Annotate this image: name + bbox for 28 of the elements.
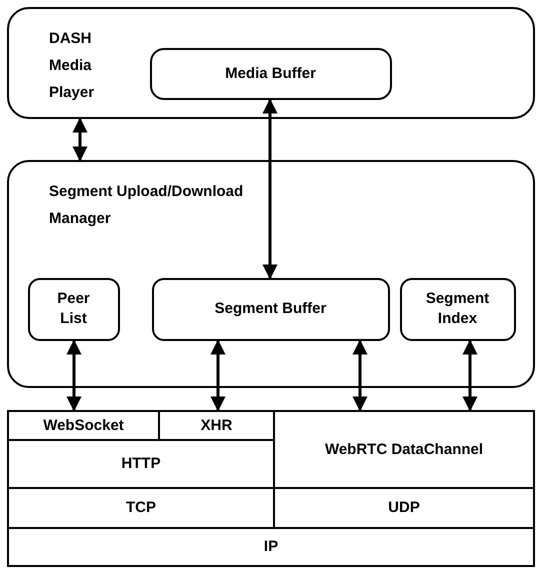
rounded-box xyxy=(7,160,535,388)
box-label: HTTP xyxy=(121,454,161,474)
rounded-box xyxy=(400,278,516,340)
arrow xyxy=(72,118,88,162)
box-label: TCP xyxy=(126,498,156,518)
arrow xyxy=(462,340,478,412)
box-label: Peer List xyxy=(56,289,91,329)
rounded-box xyxy=(152,278,390,340)
heading: DASH Media Player xyxy=(49,29,96,103)
box-label: XHR xyxy=(200,416,232,436)
arrow xyxy=(210,340,226,412)
box-label: Media Buffer xyxy=(225,64,316,84)
box-label: IP xyxy=(264,537,278,557)
box-label: WebRTC DataChannel xyxy=(324,440,484,460)
heading: Segment Upload/Download Manager xyxy=(49,182,244,229)
rounded-box xyxy=(7,7,535,119)
rounded-box xyxy=(150,48,392,100)
box-label: UDP xyxy=(388,498,420,518)
rounded-box xyxy=(28,278,120,340)
layer-box xyxy=(7,410,160,441)
layer-box xyxy=(7,527,535,567)
box-label: Segment Buffer xyxy=(214,299,326,319)
arrow xyxy=(262,98,278,280)
arrow xyxy=(352,340,368,412)
layer-box xyxy=(273,410,535,489)
box-label: Segment Index xyxy=(424,289,490,329)
arrow xyxy=(66,340,82,412)
box-label: WebSocket xyxy=(43,416,124,436)
